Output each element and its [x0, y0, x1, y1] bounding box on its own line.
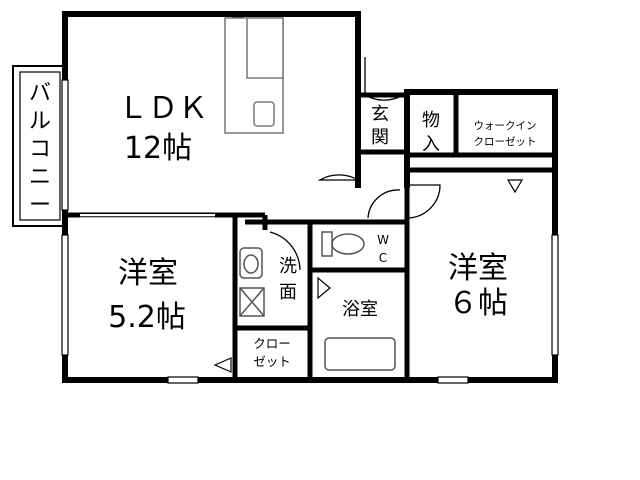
bathtub-icon: [324, 337, 396, 371]
wc-line1: W: [377, 233, 389, 247]
storage-label: 物 入: [422, 110, 440, 155]
ldk-size: 12帖: [124, 131, 192, 166]
east-room-size: ６帖: [448, 286, 508, 321]
svg-text:ニ: ニ: [29, 165, 51, 190]
svg-text:ー: ー: [29, 193, 51, 218]
east-room-name: 洋室: [448, 251, 508, 286]
svg-text:面: 面: [279, 282, 297, 303]
walkin-arrow-icon: [506, 179, 524, 194]
interior-walls: [65, 92, 555, 380]
svg-text:バ: バ: [29, 81, 51, 106]
wc-arrow-icon: [317, 276, 331, 300]
wash-fixtures: [239, 247, 265, 317]
kitchen-counter-ext: [246, 17, 284, 79]
svg-text:コ: コ: [29, 137, 51, 162]
closet-line1: クロー: [253, 336, 291, 351]
svg-text:物: 物: [422, 110, 440, 131]
ldk-name: ＬＤＫ: [118, 91, 208, 126]
svg-text:ル: ル: [29, 109, 51, 134]
closet-line2: ゼット: [253, 354, 291, 369]
balcony-inner-rail: [19, 71, 61, 221]
svg-text:関: 関: [371, 127, 389, 148]
balcony-label: バ ル コ ニ ー: [29, 81, 51, 218]
svg-text:入: 入: [422, 134, 440, 155]
west-room-name: 洋室: [118, 256, 178, 291]
walkin-line1: ウォークイン: [474, 120, 537, 132]
entrance-label: 玄 関: [371, 104, 389, 148]
bath-name: 浴室: [342, 299, 378, 320]
svg-text:洗: 洗: [279, 256, 297, 277]
west-room-size: 5.2帖: [108, 300, 186, 335]
windows: [61, 79, 559, 384]
wc-line2: C: [379, 251, 387, 265]
kitchen-sink-icon: [253, 101, 275, 127]
door-swings: [269, 57, 441, 271]
walkin-line2: クローゼット: [474, 136, 537, 148]
balcony: [12, 65, 67, 227]
wash-label: 洗 面: [279, 256, 297, 303]
closet-arrow-icon: [213, 357, 232, 373]
svg-text:玄: 玄: [371, 104, 389, 125]
toilet-icon: [321, 231, 365, 257]
